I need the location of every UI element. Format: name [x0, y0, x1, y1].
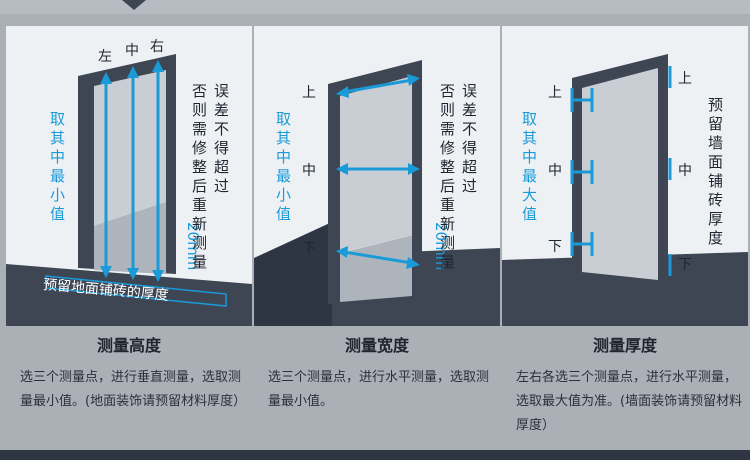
side-text-min: 取其中最小值 — [50, 110, 66, 223]
panel-description: 左右各选三个测量点，进行水平测量，选取最大值为准。(墙面装饰请预留材料厚度） — [516, 370, 743, 433]
label-top: 上 — [302, 85, 316, 101]
side-text-min: 取其中最小值 — [276, 110, 292, 223]
panel-width-illustration: 上 中 下 取其中最小值 误差不得超过 20mm 否则需修整后重新测量 — [254, 26, 500, 326]
panel-thickness-illustration: 上 中 下 上 中 下 取其中最大值 预留墙面铺砖厚度 — [502, 26, 748, 326]
label-mid: 中 — [302, 163, 316, 179]
panel-title: 测量厚度 — [592, 336, 657, 355]
panel-height-caption: 测量高度 选三个测量点，进行垂直测量，选取测量最小值。(地面装饰请预留材料厚度） — [6, 326, 252, 450]
label-right-mid: 中 — [678, 163, 692, 179]
panel-description: 选三个测量点，进行垂直测量，选取测量最小值。(地面装饰请预留材料厚度） — [20, 370, 247, 409]
door-opening — [582, 68, 658, 280]
label-left-top: 上 — [548, 85, 562, 101]
floor-shape — [6, 264, 252, 326]
bottom-bar — [0, 450, 750, 460]
indicator-notch — [122, 0, 146, 10]
panel-height-illustration: 左 中 右 取其中最小值 误差不得超过 20mm 否则需修整后重新测量 预留地面… — [6, 26, 252, 326]
note-repair-text: 否则需修整后重新测量 — [192, 82, 208, 271]
note-repair-text: 否则需修整后重新测量 — [440, 82, 456, 271]
label-left: 左 — [98, 49, 112, 65]
label-right-bottom: 下 — [678, 257, 692, 273]
label-left-bottom: 下 — [548, 239, 562, 255]
panel-title: 测量宽度 — [344, 336, 409, 355]
label-right-top: 上 — [678, 71, 692, 87]
panel-title: 测量高度 — [96, 336, 161, 355]
panel-width-caption: 测量宽度 选三个测量点，进行水平测量，选取测量最小值。 — [254, 326, 500, 450]
label-bottom: 下 — [302, 241, 316, 257]
floor-shape — [502, 252, 748, 326]
note-error-text: 误差不得超过 — [214, 82, 230, 195]
label-mid: 中 — [125, 43, 139, 59]
side-text-max: 取其中最大值 — [522, 110, 538, 223]
top-bar — [0, 0, 750, 14]
note-reserve-wall-text: 预留墙面铺砖厚度 — [708, 96, 724, 247]
panel-thickness-caption: 测量厚度 左右各选三个测量点，进行水平测量，选取最大值为准。(墙面装饰请预留材料… — [502, 326, 748, 450]
label-left-mid: 中 — [548, 163, 562, 179]
door-opening — [340, 76, 412, 254]
panel-description: 选三个测量点，进行水平测量，选取测量最小值。 — [268, 370, 490, 409]
note-error-text: 误差不得超过 — [462, 82, 478, 195]
label-right: 右 — [150, 39, 164, 55]
